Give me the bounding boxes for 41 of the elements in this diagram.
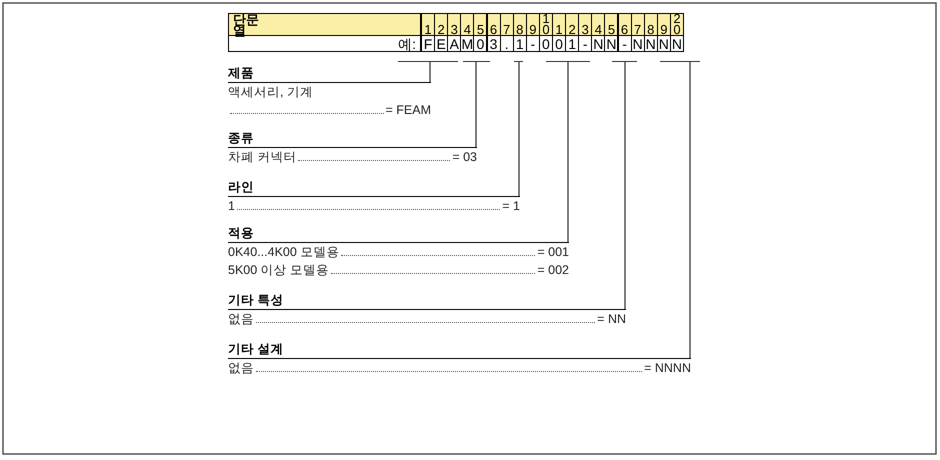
leader-line — [429, 62, 431, 82]
option-text: 5K00 이상 모델용 — [228, 262, 330, 279]
leader-line — [689, 62, 691, 358]
option-text: 없음 — [228, 360, 254, 377]
code-cell: F — [421, 35, 436, 52]
option-code: = 002 — [537, 262, 569, 279]
code-cell: 0 — [473, 35, 488, 52]
option-text: 1 — [228, 198, 235, 215]
bracket-line — [463, 61, 490, 64]
option-text: 차폐 커넥터 — [228, 149, 296, 166]
header-cell: 5 — [473, 13, 488, 36]
bracket-line — [514, 61, 523, 64]
bracket-line — [398, 61, 458, 64]
option-code: = 1 — [502, 198, 520, 215]
code-cell: N — [604, 35, 618, 52]
code-cell: 예: — [228, 35, 421, 52]
section-heading: 라인 — [228, 179, 520, 197]
option-code: = 001 — [537, 244, 569, 261]
section-heading: 기타 설계 — [228, 341, 691, 359]
bracket-line — [612, 61, 637, 64]
code-cell: - — [618, 35, 632, 52]
section-heading: 제품 — [228, 65, 431, 83]
section-heading: 종류 — [228, 130, 477, 148]
header-cell: 5 — [604, 13, 618, 36]
leader-line — [475, 62, 477, 148]
section-heading: 기타 특성 — [228, 292, 626, 310]
option-code: = FEAM — [386, 102, 431, 119]
leader-line — [624, 62, 626, 310]
option-code: = NNNN — [644, 360, 691, 377]
section-heading: 적용 — [228, 225, 569, 243]
option-code: = NN — [597, 311, 626, 328]
code-cell: 3 — [486, 35, 501, 52]
option-text: 0K40...4K00 모델용 — [228, 244, 340, 261]
bracket-line — [546, 61, 590, 64]
option-code: = 03 — [452, 149, 477, 166]
leader-line — [518, 62, 520, 196]
code-cell: N — [670, 35, 684, 52]
leader-line — [567, 62, 569, 242]
bracket-line — [660, 61, 700, 64]
option-text: 액세서리, 기계 — [228, 84, 313, 101]
option-text: 없음 — [228, 311, 254, 328]
